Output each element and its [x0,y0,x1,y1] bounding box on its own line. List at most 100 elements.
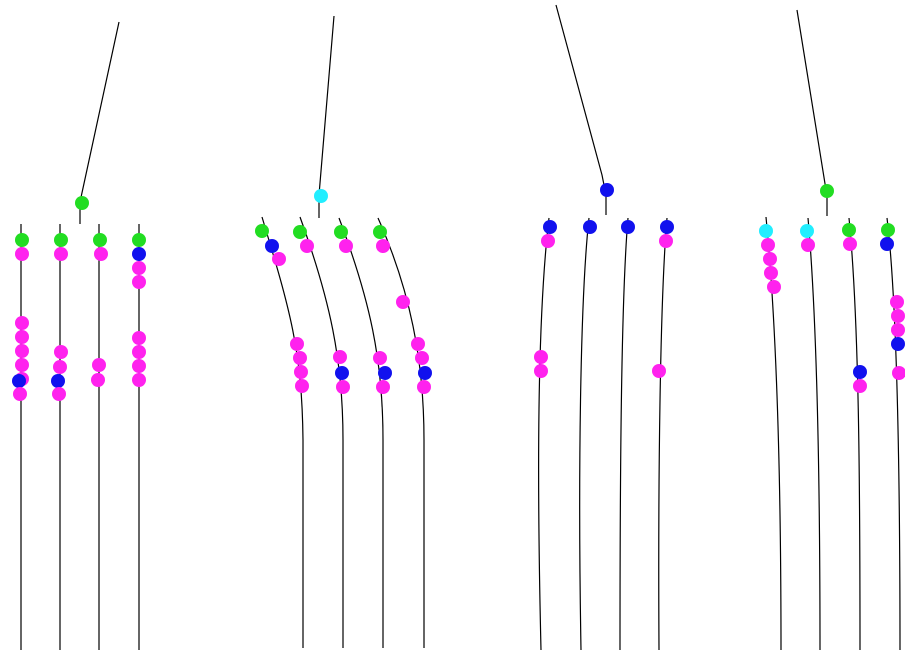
magenta-marker [761,238,775,252]
blue-marker [51,374,65,388]
magenta-marker [294,365,308,379]
magenta-marker [376,380,390,394]
green-marker [132,233,146,247]
blue-marker [583,220,597,234]
blue-marker [880,237,894,251]
magenta-marker [52,387,66,401]
green-marker [15,233,29,247]
green-marker [881,223,895,237]
diagram-group-3 [534,4,674,651]
magenta-marker [272,252,286,266]
branch-line [538,217,550,651]
magenta-marker [132,275,146,289]
branch-line [619,217,629,651]
blue-marker [265,239,279,253]
branch-line [848,217,861,651]
stem-line [555,4,607,215]
branch-line [658,217,668,651]
diagram-group-2 [255,15,432,648]
magenta-marker [54,345,68,359]
magenta-marker [132,331,146,345]
magenta-marker [396,295,410,309]
magenta-marker [534,350,548,364]
branch-line [807,217,821,651]
magenta-marker [15,344,29,358]
magenta-marker [53,360,67,374]
root-marker [820,184,834,198]
magenta-marker [54,247,68,261]
magenta-marker [891,323,905,337]
blue-marker [853,365,867,379]
magenta-marker [534,364,548,378]
magenta-marker [376,239,390,253]
magenta-marker [892,366,905,380]
root-marker [314,189,328,203]
magenta-marker [764,266,778,280]
root-marker [75,196,89,210]
green-marker [373,225,387,239]
magenta-marker [15,358,29,372]
green-marker [842,223,856,237]
magenta-marker [415,351,429,365]
magenta-marker [763,252,777,266]
magenta-marker [339,239,353,253]
magenta-marker [541,234,555,248]
cyan-marker [759,224,773,238]
magenta-marker [92,358,106,372]
blue-marker [543,220,557,234]
magenta-marker [411,337,425,351]
magenta-marker [290,337,304,351]
magenta-marker [94,247,108,261]
magenta-marker [659,234,673,248]
magenta-marker [15,247,29,261]
magenta-marker [293,351,307,365]
branch-line [338,217,384,648]
cyan-marker [800,224,814,238]
magenta-marker [295,379,309,393]
blue-marker [378,366,392,380]
magenta-marker [132,345,146,359]
blue-marker [418,366,432,380]
magenta-marker [891,309,905,323]
magenta-marker [336,380,350,394]
stem-line [796,9,828,216]
blue-marker [335,366,349,380]
magenta-marker [91,373,105,387]
magenta-marker [373,351,387,365]
blue-marker [891,337,905,351]
blue-marker [12,374,26,388]
branch-line [886,217,901,651]
magenta-marker [767,280,781,294]
root-marker [600,183,614,197]
magenta-marker [13,387,27,401]
branch-line [261,216,304,648]
green-marker [334,225,348,239]
green-marker [293,225,307,239]
branch-line [579,217,590,651]
stem-line [318,15,335,218]
diagram-group-1 [12,21,146,650]
blue-marker [660,220,674,234]
magenta-marker [853,379,867,393]
stem-line [79,21,120,224]
magenta-marker [333,350,347,364]
branch-line [299,216,344,648]
blue-marker [621,220,635,234]
magenta-marker [300,239,314,253]
magenta-marker [132,359,146,373]
green-marker [255,224,269,238]
magenta-marker [15,316,29,330]
blue-marker [132,247,146,261]
magenta-marker [132,261,146,275]
magenta-marker [652,364,666,378]
green-marker [54,233,68,247]
branch-line [377,217,425,648]
magenta-marker [843,237,857,251]
green-marker [93,233,107,247]
magenta-marker [132,373,146,387]
magenta-marker [890,295,904,309]
magenta-marker [801,238,815,252]
diagram-group-4 [759,9,905,651]
magenta-marker [417,380,431,394]
